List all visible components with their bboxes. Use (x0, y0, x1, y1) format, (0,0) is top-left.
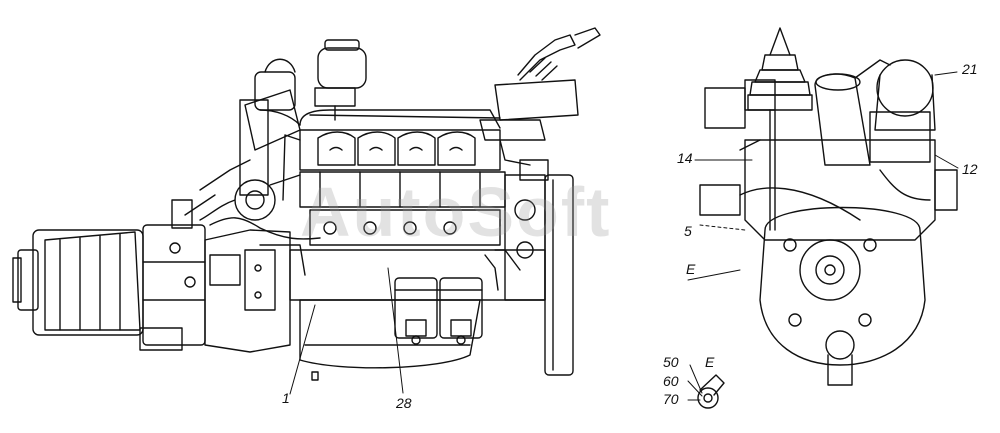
intake-manifold (239, 58, 501, 201)
leader-28 (387, 267, 404, 394)
gearbox (12, 199, 206, 351)
leader-1 (289, 304, 316, 395)
leader-5 (699, 224, 746, 231)
detail-callout-60: 60 (663, 373, 679, 389)
callout-5: 5 (684, 223, 692, 239)
air-filter-housing (479, 27, 601, 166)
callout-14: 14 (677, 150, 693, 166)
leader-21 (934, 71, 958, 76)
air-inlet-column (747, 27, 813, 111)
cylinder-heads (299, 129, 506, 246)
section-label-e: E (686, 261, 696, 277)
pipework (184, 159, 521, 291)
callout-28: 28 (396, 395, 412, 411)
air-elbow (814, 59, 891, 166)
detail-callout-50: 50 (663, 354, 679, 370)
detail-e-view (687, 364, 725, 409)
front-box-small (744, 79, 776, 111)
engine-block (289, 249, 546, 381)
engine-front-view (687, 27, 959, 386)
callout-1: 1 (282, 390, 290, 406)
breather-cap (314, 39, 367, 121)
section-line-e (687, 269, 741, 281)
engine-side-view (12, 27, 601, 395)
callout-12: 12 (962, 161, 978, 177)
front-block-face (699, 139, 958, 241)
front-pipework (739, 109, 931, 231)
detail-callout-70: 70 (663, 391, 679, 407)
front-left-box (704, 87, 746, 129)
leader-12 (934, 154, 959, 169)
flywheel-housing (759, 206, 926, 386)
front-cover-pulley (504, 159, 574, 376)
oil-filter-canister (869, 59, 936, 163)
fuel-filters (394, 277, 483, 345)
turbocharger (199, 174, 301, 221)
clutch-housing (204, 229, 291, 353)
callout-21: 21 (962, 61, 978, 77)
detail-label-e: E (705, 354, 715, 370)
